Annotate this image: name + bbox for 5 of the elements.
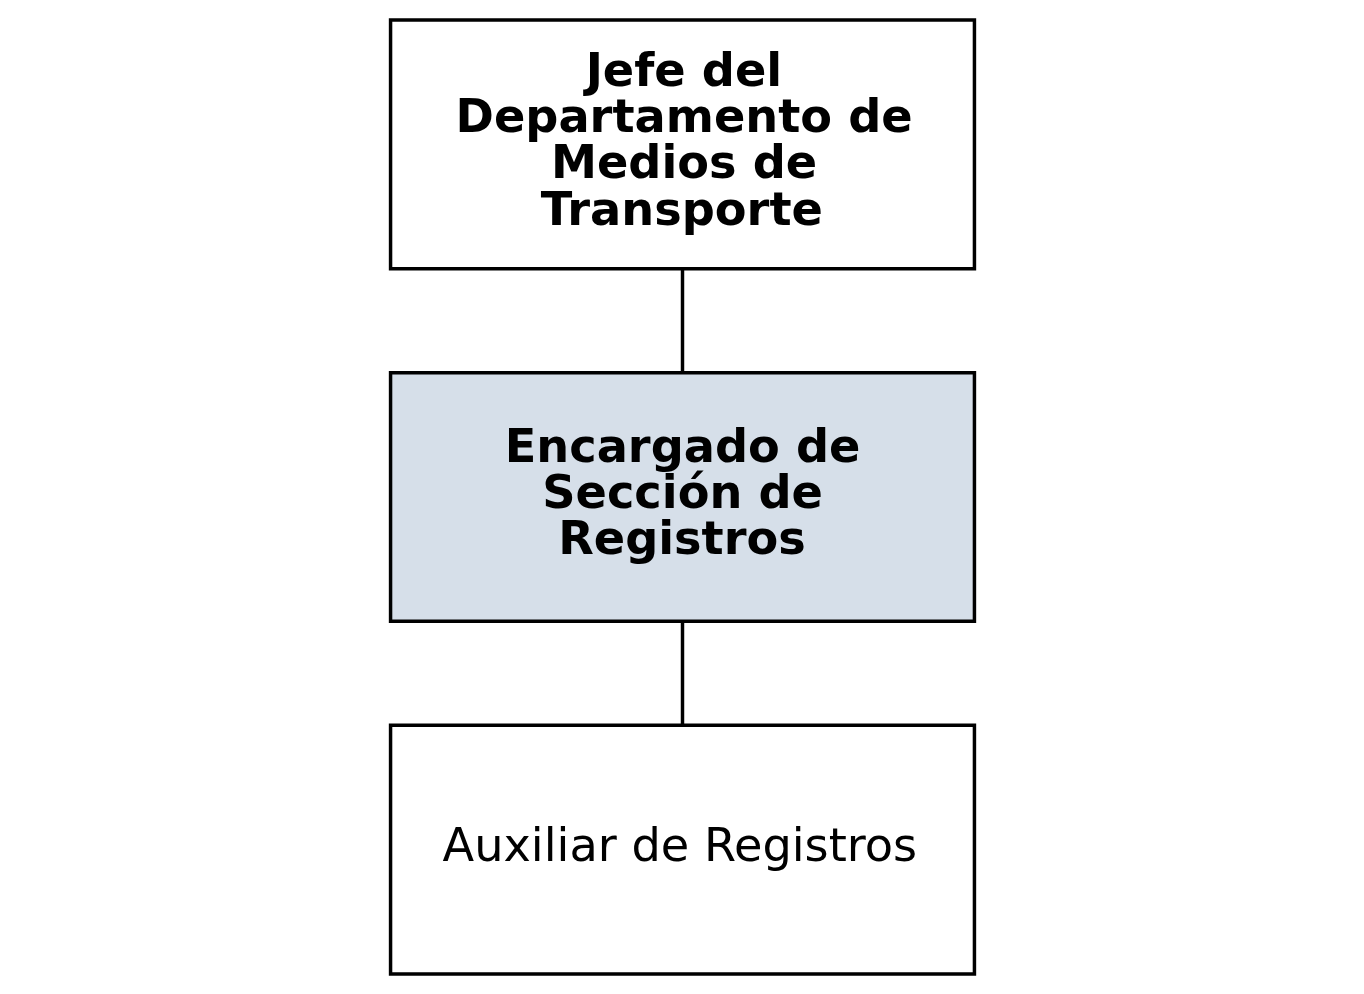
node-box: Auxiliar de Registros — [388, 723, 976, 976]
node-box: Encargado de Sección de Registros — [388, 370, 976, 624]
connector — [680, 622, 684, 725]
connector — [680, 269, 684, 372]
node-box: Jefe del Departamento de Medios de Transporte — [388, 18, 976, 271]
